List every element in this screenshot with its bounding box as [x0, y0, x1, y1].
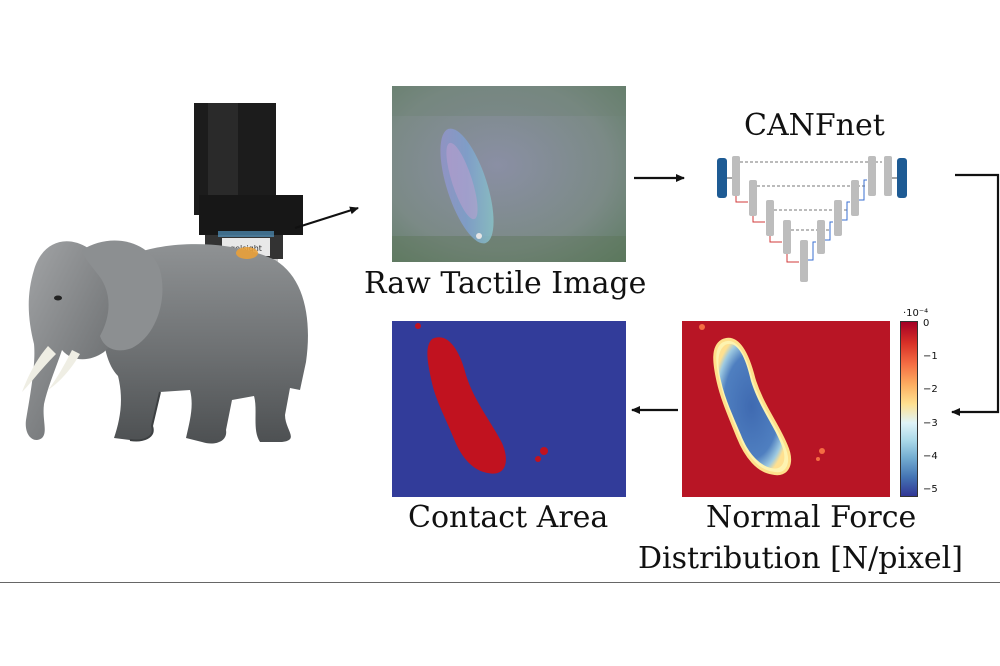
- raw-tactile-image: [392, 86, 626, 262]
- colorbar-tick-3: −3: [923, 418, 938, 429]
- colorbar-tick-5: −5: [923, 484, 938, 495]
- elephant-photo: gelsight: [0, 100, 325, 460]
- colorbar-exponent: ·10⁻⁴: [903, 308, 929, 319]
- contact-spot: [236, 247, 258, 259]
- canfnet-title: CANFnet: [744, 108, 885, 143]
- arrow-sensor-to-raw: [294, 206, 359, 230]
- canfnet-unet-diagram: [712, 150, 912, 290]
- normal-force-map: [682, 321, 890, 497]
- colorbar-tick-0: 0: [923, 318, 930, 329]
- bottom-divider: [0, 582, 1000, 583]
- force-colorbar: [900, 321, 918, 497]
- normal-force-label-line2: Distribution [N/pixel]: [638, 541, 963, 576]
- colorbar-tick-1: −1: [923, 351, 938, 362]
- colorbar-tick-4: −4: [923, 451, 938, 462]
- normal-force-label-line1: Normal Force: [706, 500, 917, 535]
- raw-tactile-image-label: Raw Tactile Image: [364, 266, 647, 301]
- arrow-net-to-force: [951, 173, 1000, 416]
- contact-area-label: Contact Area: [408, 500, 609, 535]
- contact-area-map: [392, 321, 626, 497]
- colorbar-tick-2: −2: [923, 384, 938, 395]
